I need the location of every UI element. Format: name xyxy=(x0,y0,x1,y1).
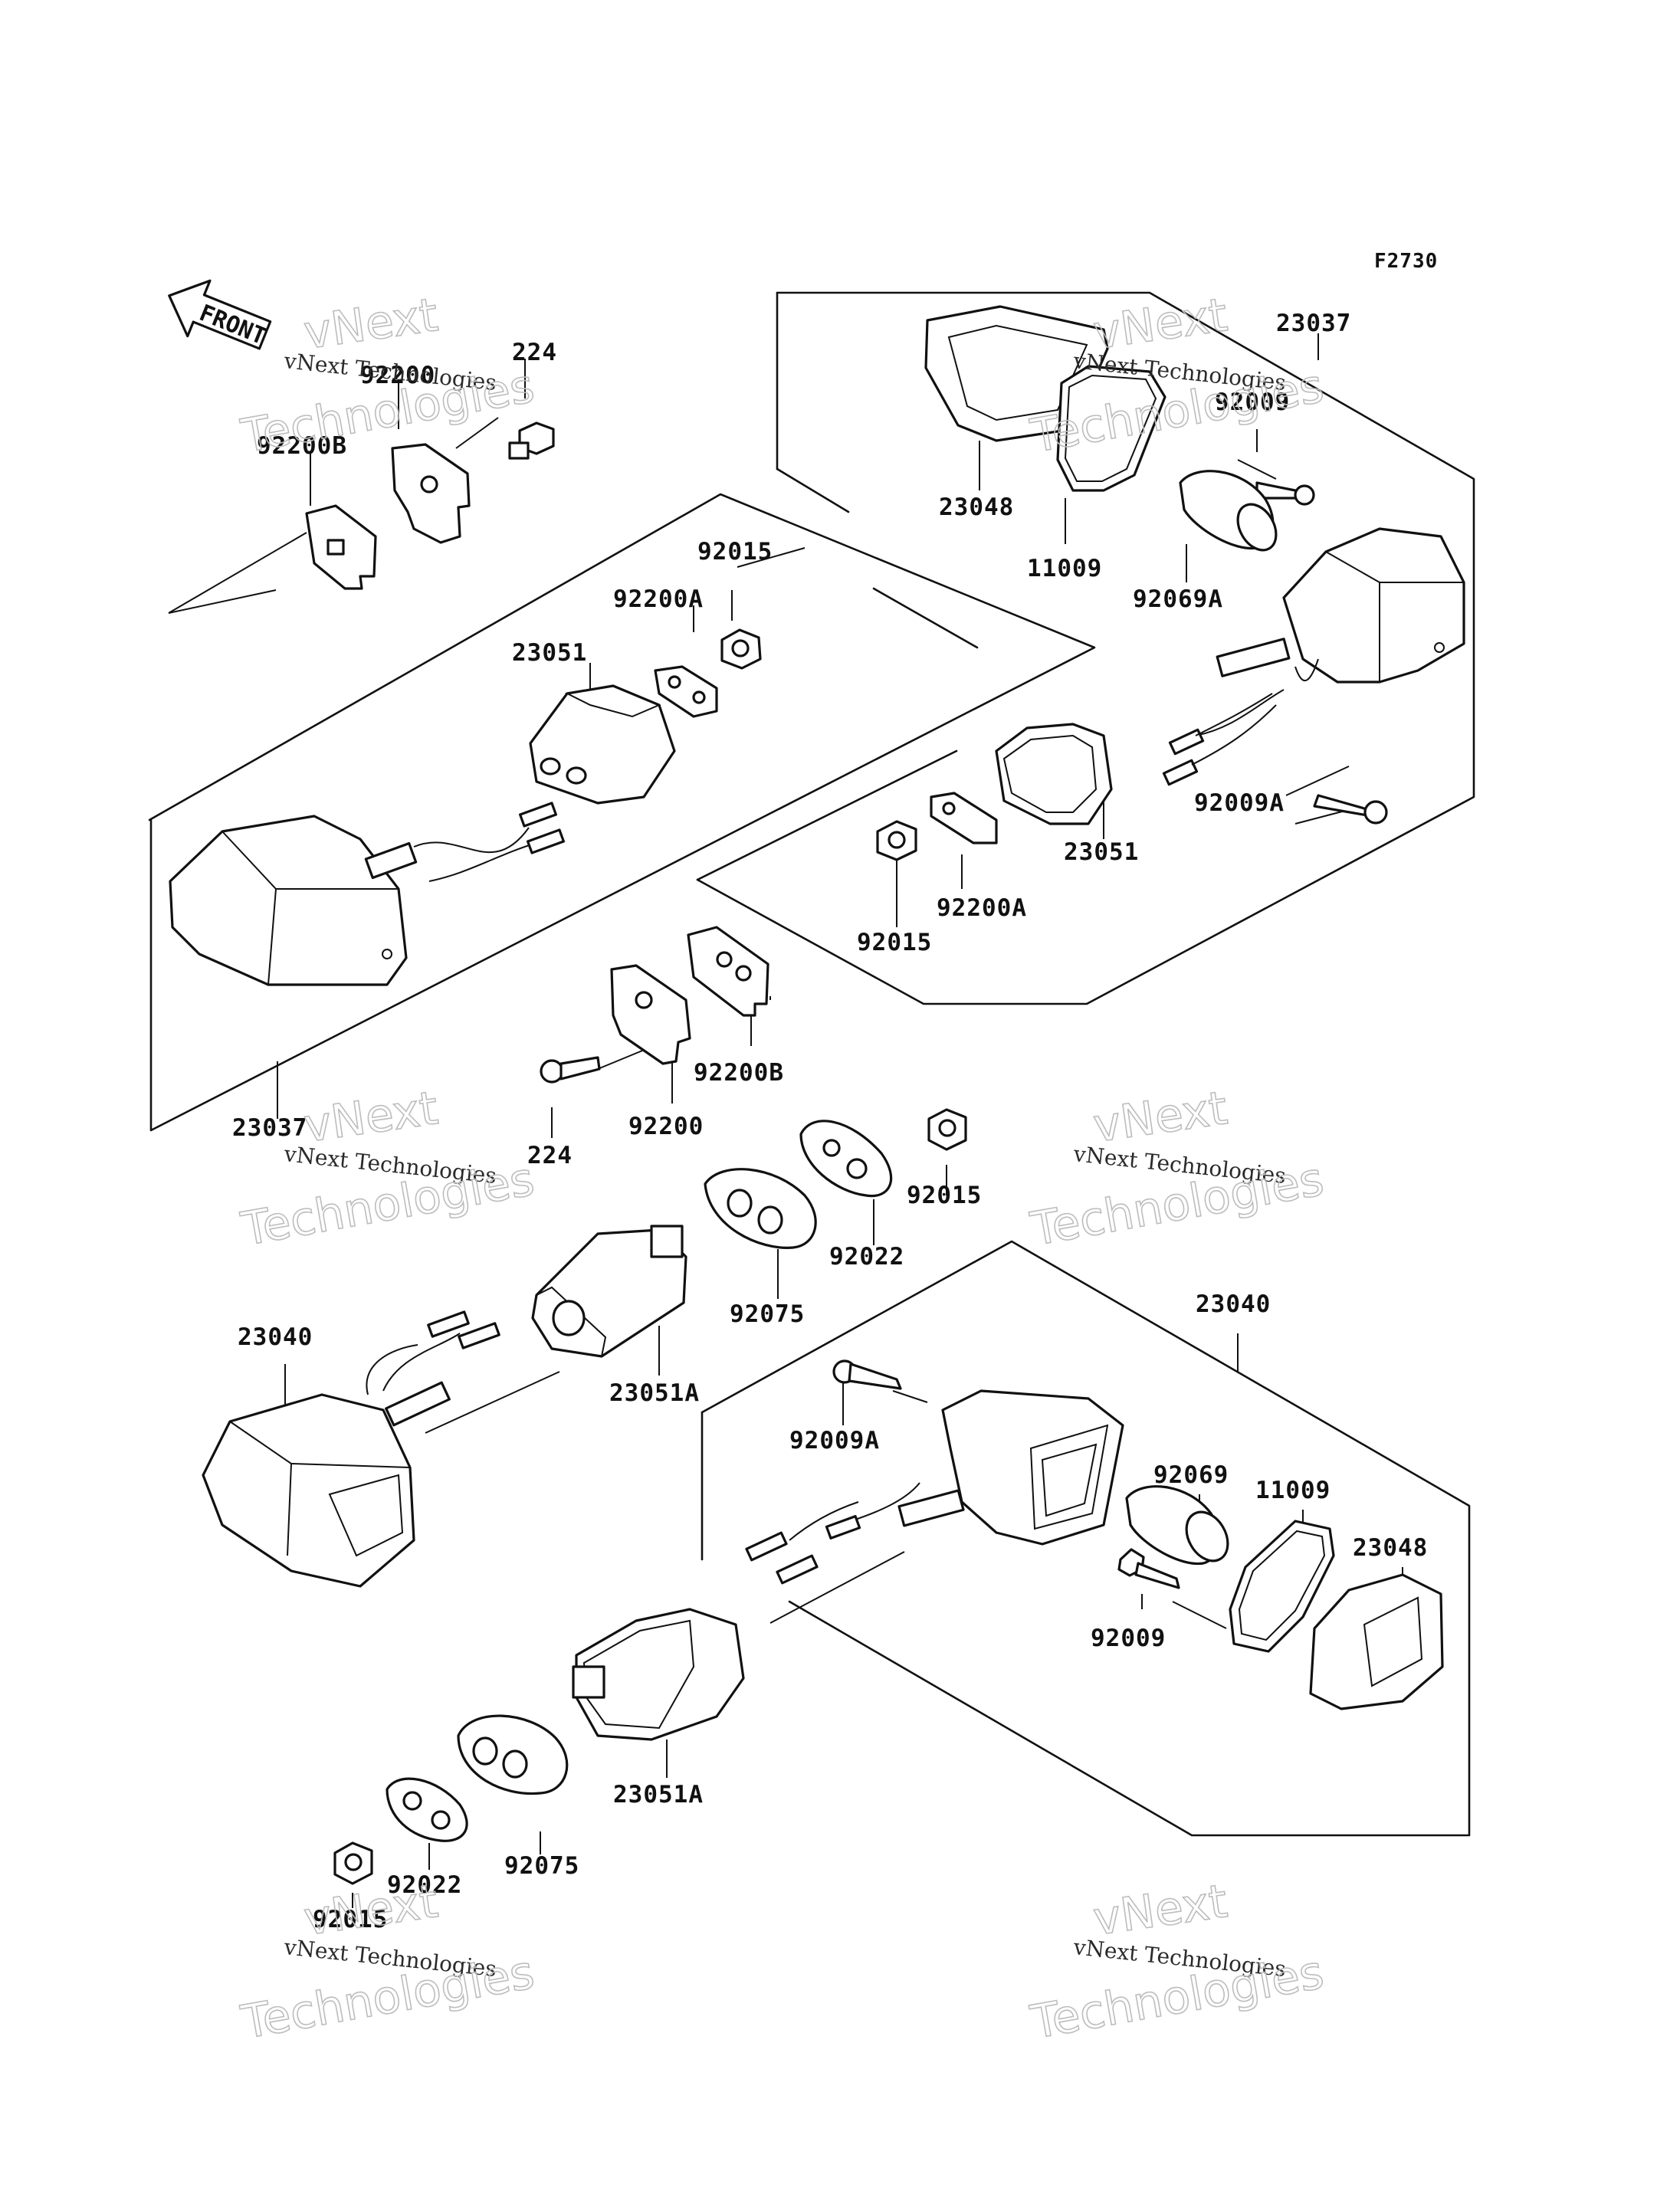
svg-text:vNext: vNext xyxy=(300,1081,441,1153)
callout-labels: 92200 224 92200B 92015 92200A 23051 2303… xyxy=(232,310,1428,1933)
watermark-mid-left: vNext vNext Technologies Technologies xyxy=(237,1080,539,1257)
callout-92075: 92075 xyxy=(504,1852,579,1880)
callout-11009: 11009 xyxy=(1255,1477,1331,1504)
watermark-bottom-right: vNext vNext Technologies Technologies xyxy=(1026,1874,1328,2050)
grommet-92075-a xyxy=(704,1168,817,1249)
leader-lines xyxy=(168,333,1403,1908)
callout-23051: 23051 xyxy=(1064,838,1139,866)
callout-92015: 92015 xyxy=(857,929,932,956)
callout-92075: 92075 xyxy=(730,1300,805,1328)
callout-92009A: 92009A xyxy=(1194,789,1285,817)
lamp-23040-left xyxy=(202,1310,500,1588)
plate-92200A-a xyxy=(654,665,718,718)
grommet-23051A-b xyxy=(572,1608,745,1741)
bulb-92069 xyxy=(1125,1485,1229,1566)
bolt-224-top xyxy=(508,421,555,460)
callout-92200B: 92200B xyxy=(694,1059,784,1087)
watermark-mid-right: vNext vNext Technologies Technologies xyxy=(1026,1080,1328,1257)
callout-92009: 92009 xyxy=(1215,389,1290,416)
svg-text:vNext: vNext xyxy=(1090,1081,1230,1153)
washer-92022-b xyxy=(386,1777,468,1842)
lamp-23040-right xyxy=(745,1389,1124,1585)
screw-92009A-top xyxy=(1313,794,1388,825)
nut-92015-c xyxy=(927,1108,967,1151)
screw-92009A-bot xyxy=(832,1359,902,1390)
callout-92015: 92015 xyxy=(313,1906,388,1933)
callout-92200: 92200 xyxy=(360,362,435,389)
callout-23051: 23051 xyxy=(512,639,587,667)
callout-92200A: 92200A xyxy=(613,585,704,613)
callout-224: 224 xyxy=(512,339,557,366)
callout-23048: 23048 xyxy=(939,494,1014,521)
callout-23037: 23037 xyxy=(232,1114,307,1142)
bracket-92200-mid xyxy=(610,964,691,1065)
bracket-92200-top xyxy=(391,443,471,544)
callout-224: 224 xyxy=(527,1142,573,1169)
callout-23040: 23040 xyxy=(1196,1290,1271,1318)
nut-92015-b xyxy=(876,820,917,861)
plate-92200B-mid xyxy=(687,926,769,1017)
callout-23037: 23037 xyxy=(1276,310,1351,337)
callout-92200: 92200 xyxy=(628,1113,704,1140)
callout-92022: 92022 xyxy=(387,1871,462,1899)
plate-92200B-top xyxy=(305,504,377,590)
callout-92009A: 92009A xyxy=(789,1427,880,1454)
watermark-bottom-left: vNext vNext Technologies Technologies xyxy=(237,1874,539,2050)
svg-text:vNext: vNext xyxy=(1090,1874,1230,1946)
grommet-23051A-a xyxy=(531,1225,687,1358)
callout-23051A: 23051A xyxy=(609,1379,700,1407)
lamp-23037-left xyxy=(169,802,566,986)
callout-11009: 11009 xyxy=(1027,555,1102,582)
svg-text:vNext: vNext xyxy=(300,1874,441,1946)
callout-92009: 92009 xyxy=(1091,1625,1166,1652)
boundary-left-lamp xyxy=(148,493,1096,1132)
watermark-top-left: vNext vNext Technologies Technologies xyxy=(237,287,539,464)
washer-92022-a xyxy=(799,1120,893,1198)
callout-92200B: 92200B xyxy=(257,432,347,460)
bulb-92069A xyxy=(1179,470,1278,552)
svg-text:vNext: vNext xyxy=(300,288,441,360)
lamp-23037-right xyxy=(1195,527,1465,736)
callout-23048: 23048 xyxy=(1353,1534,1428,1562)
callout-23051A: 23051A xyxy=(613,1781,704,1808)
figure-code: F2730 xyxy=(1374,250,1438,273)
gasket-11009-bot xyxy=(1229,1520,1335,1653)
nut-92015-d xyxy=(333,1841,373,1885)
callout-92200A: 92200A xyxy=(937,894,1027,922)
callout-92015: 92015 xyxy=(907,1182,982,1209)
plate-92200A-b xyxy=(930,792,998,844)
boundary-right-lamp xyxy=(696,291,1475,1005)
screw-92009-bot xyxy=(1117,1548,1180,1589)
lens-23048-bot xyxy=(1309,1573,1444,1710)
wire-connectors-right xyxy=(1162,693,1277,786)
grommet-92075-b xyxy=(457,1714,569,1795)
callout-92022: 92022 xyxy=(829,1243,904,1271)
svg-text:vNext: vNext xyxy=(1090,288,1230,360)
callout-92015: 92015 xyxy=(697,538,773,566)
gasket-11009-top xyxy=(1056,365,1166,492)
callout-92069A: 92069A xyxy=(1133,585,1223,613)
grommet-23051-b xyxy=(995,723,1113,825)
front-arrow-icon: FRONT xyxy=(168,279,272,350)
nut-92015-a xyxy=(720,628,762,670)
grommet-23051-a xyxy=(529,684,676,805)
boundary-right-signal xyxy=(701,1240,1471,1837)
callout-92069: 92069 xyxy=(1153,1461,1229,1489)
callout-23040: 23040 xyxy=(238,1323,313,1351)
bolt-224-mid xyxy=(540,1056,601,1084)
